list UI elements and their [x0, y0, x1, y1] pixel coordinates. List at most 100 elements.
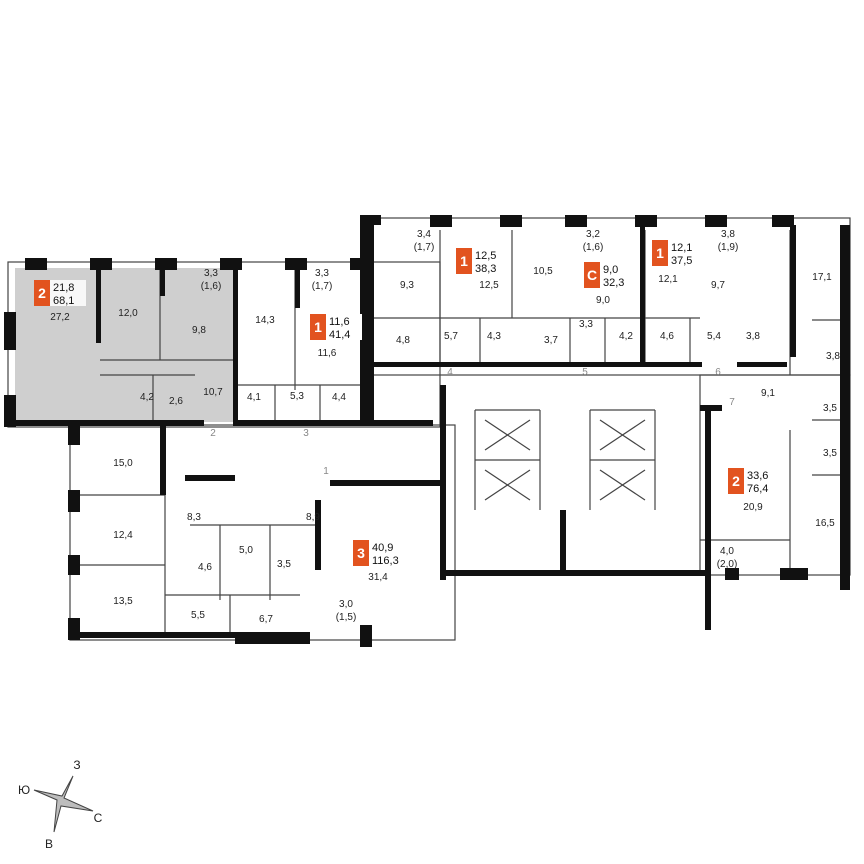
- room-area: 4,2: [140, 392, 154, 403]
- room-area: 9,8: [192, 325, 206, 336]
- room-area: 4,0: [720, 546, 734, 557]
- room-area: 3,3: [315, 268, 329, 279]
- compass-west: З: [73, 758, 80, 772]
- room-area: 15,0: [113, 458, 133, 469]
- compass-east: В: [45, 837, 53, 851]
- room-area: 5,5: [191, 610, 205, 621]
- room-area: 12,1: [658, 274, 678, 285]
- room-area: 9,1: [761, 388, 775, 399]
- room-area: 8,3: [187, 512, 201, 523]
- room-area: 20,9: [743, 502, 763, 513]
- door-numbers: 1 2 3 4 5 6 7: [210, 367, 735, 477]
- room-area: 3,5: [823, 448, 837, 459]
- room-area: 4,6: [660, 331, 674, 342]
- apartment-rooms: 1: [460, 253, 468, 269]
- room-area: 10,7: [203, 387, 223, 398]
- room-area: 9,3: [400, 280, 414, 291]
- room-area: 3,5: [823, 403, 837, 414]
- room-area: 4,2: [619, 331, 633, 342]
- room-area: 12,5: [479, 280, 499, 291]
- room-area: (2,0): [717, 559, 738, 570]
- door-number: 2: [210, 428, 216, 439]
- room-area: (1,7): [414, 242, 435, 253]
- room-area: 10,5: [533, 266, 553, 277]
- door-number: 4: [447, 367, 453, 378]
- compass-north: С: [94, 811, 103, 825]
- apartment-badge[interactable]: 2 33,6 76,4: [728, 468, 780, 495]
- apartment-badge[interactable]: C 9,0 32,3: [584, 262, 636, 289]
- apartment-rooms: 3: [357, 545, 365, 561]
- room-area: 3,0: [339, 599, 353, 610]
- room-area: 4,1: [247, 392, 261, 403]
- total-area: 76,4: [747, 483, 768, 495]
- living-area: 12,1: [671, 242, 692, 254]
- room-area: 3,3: [204, 268, 218, 279]
- apartment-badge[interactable]: 1 12,1 37,5: [652, 240, 704, 267]
- room-area: 12,0: [118, 308, 138, 319]
- apartment-rooms: 1: [656, 245, 664, 261]
- room-area: 5,4: [707, 331, 721, 342]
- living-area: 40,9: [372, 542, 393, 554]
- room-area: 3,4: [417, 229, 431, 240]
- door-number: 1: [323, 466, 329, 477]
- apartment-badge[interactable]: 2 21,8 68,1: [34, 280, 86, 307]
- room-area: (1,7): [312, 281, 333, 292]
- door-number: 7: [729, 397, 735, 408]
- room-area: 3,5: [277, 559, 291, 570]
- living-area: 12,5: [475, 250, 496, 262]
- room-area: (1,6): [583, 242, 604, 253]
- room-area: 5,0: [239, 545, 253, 556]
- room-area: 6,7: [259, 614, 273, 625]
- apartment-badge[interactable]: 3 40,9 116,3: [353, 540, 409, 567]
- room-area: 4,6: [198, 562, 212, 573]
- living-area: 9,0: [603, 264, 618, 276]
- living-area: 21,8: [53, 282, 74, 294]
- room-area: 8,9: [306, 512, 320, 523]
- compass: Ю З С В: [18, 758, 103, 851]
- apartment-rooms: 2: [38, 285, 46, 301]
- room-area: (1,6): [201, 281, 222, 292]
- room-area: 9,0: [596, 295, 610, 306]
- total-area: 32,3: [603, 277, 624, 289]
- room-area: 5,7: [444, 331, 458, 342]
- apartment-badge[interactable]: 1 11,6 41,4: [310, 314, 362, 341]
- apartment-badge[interactable]: 1 12,5 38,3: [456, 248, 508, 275]
- compass-star-icon: [33, 775, 94, 833]
- total-area: 38,3: [475, 263, 496, 275]
- apartment-rooms: 1: [314, 319, 322, 335]
- walls: [4, 215, 850, 647]
- room-area: 11,6: [318, 348, 337, 359]
- room-area: 31,4: [368, 572, 388, 583]
- room-area: 2,6: [169, 396, 183, 407]
- room-area: 3,8: [721, 229, 735, 240]
- room-area: 4,8: [396, 335, 410, 346]
- room-area: (1,5): [336, 612, 357, 623]
- door-number: 3: [303, 428, 309, 439]
- living-area: 11,6: [329, 316, 350, 328]
- room-area: 17,1: [812, 272, 832, 283]
- room-area: 5,3: [290, 391, 304, 402]
- room-area: 9,7: [711, 280, 725, 291]
- room-area: 4,4: [332, 392, 346, 403]
- door-number: 6: [715, 367, 721, 378]
- room-area: 27,2: [50, 312, 70, 323]
- room-area: 16,5: [815, 518, 835, 529]
- apartment-rooms: C: [587, 267, 597, 283]
- total-area: 41,4: [329, 329, 350, 341]
- room-area: 3,8: [826, 351, 840, 362]
- room-area: 13,5: [113, 596, 133, 607]
- room-area: 3,3: [579, 319, 593, 330]
- room-area: (1,9): [718, 242, 739, 253]
- living-area: 33,6: [747, 470, 768, 482]
- compass-south: Ю: [18, 783, 30, 797]
- room-area: 3,7: [544, 335, 558, 346]
- room-area: 4,3: [487, 331, 501, 342]
- room-area: 3,8: [746, 331, 760, 342]
- room-area: 3,2: [586, 229, 600, 240]
- apartment-rooms: 2: [732, 473, 740, 489]
- total-area: 116,3: [372, 555, 399, 567]
- room-area: 14,3: [255, 315, 275, 326]
- room-areas: 27,2 12,0 9,8 3,3 (1,6) 10,7 4,2 2,6 14,…: [50, 229, 840, 625]
